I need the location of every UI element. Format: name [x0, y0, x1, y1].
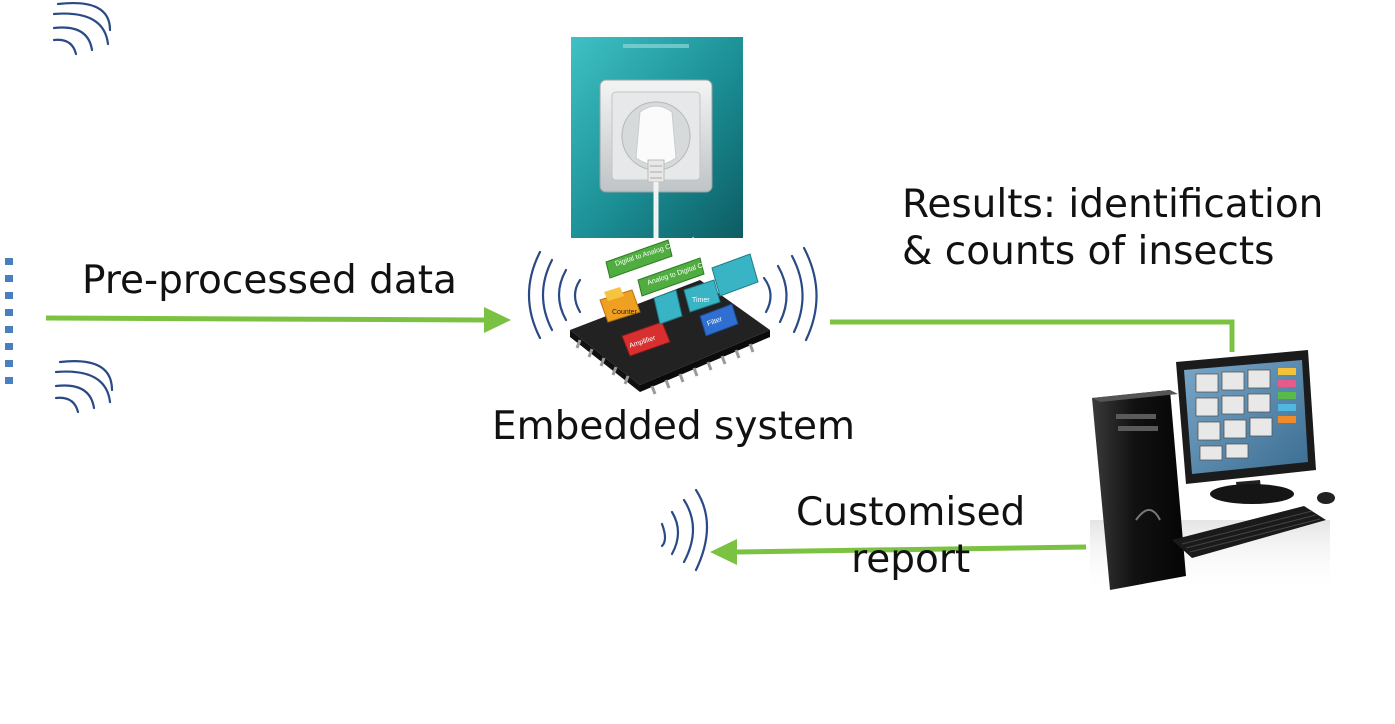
chip-label-dac: Digital to Analog Converter [614, 235, 696, 268]
dotted-border [5, 258, 13, 384]
arrow-pre-processed [45, 307, 511, 333]
label-results-line1: Results: identification [902, 182, 1324, 227]
microchip-icon: Digital to Analog Converter Analog to Di… [570, 235, 770, 395]
label-results: Results: identification & counts of inse… [902, 182, 1323, 276]
label-customised-report: Customised report [796, 490, 1025, 584]
wifi-signal-icon [660, 488, 709, 572]
label-embedded-system: Embedded system [492, 404, 856, 449]
label-pre-processed-data: Pre-processed data [82, 258, 457, 303]
power-socket-icon [571, 37, 743, 238]
wifi-signal-icon [527, 250, 582, 340]
connector-results [830, 319, 1235, 352]
wifi-signal-icon [54, 360, 114, 414]
label-results-line2: & counts of insects [902, 228, 1275, 274]
chip-label-counter: Counter [612, 309, 638, 316]
arrow-customised-report [710, 539, 1087, 565]
label-customised-line1: Customised [796, 490, 1026, 535]
wifi-signal-icon [762, 246, 818, 342]
chip-label-timer: Timer [692, 297, 710, 304]
desktop-computer-icon [1090, 350, 1335, 594]
label-customised-line2: report [851, 536, 971, 582]
wifi-signal-icon [52, 2, 112, 56]
